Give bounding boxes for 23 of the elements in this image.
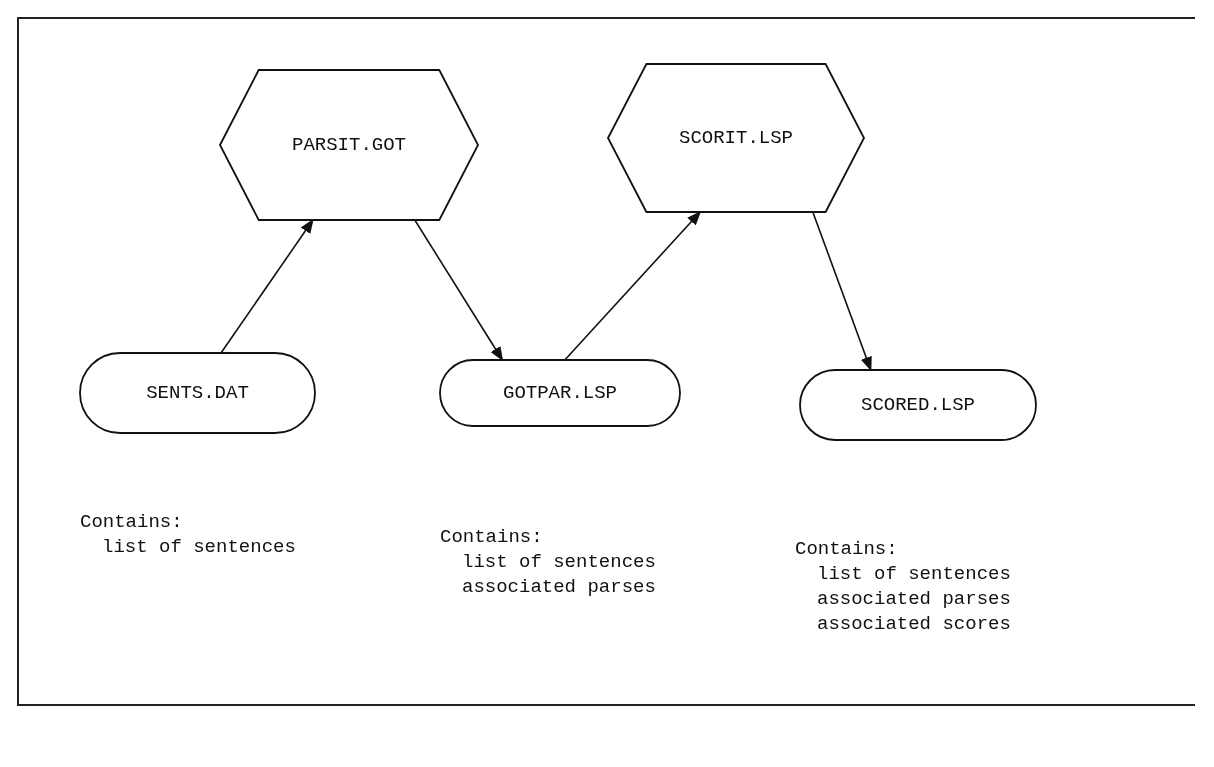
contents-heading: Contains:	[795, 537, 898, 562]
file-name: SENTS.DAT	[146, 382, 249, 404]
file-name: PARSIT.GOT	[292, 134, 406, 156]
contents-item: associated scores	[816, 612, 1011, 637]
contents-heading: Contains:	[440, 525, 543, 550]
file-name: SCORED.LSP	[861, 394, 975, 416]
program-hexagon	[220, 70, 478, 220]
arrow	[414, 219, 504, 362]
contents-item: list of sentences	[816, 562, 1011, 587]
file-name: SCORIT.LSP	[679, 127, 793, 149]
program-hexagon	[608, 64, 864, 212]
contents-item: associated parses	[816, 587, 1011, 612]
file-terminal	[800, 370, 1036, 440]
file-terminal	[80, 353, 315, 433]
file-terminal	[440, 360, 680, 426]
file-name: GOTPAR.LSP	[503, 382, 617, 404]
contents-heading: Contains:	[80, 510, 183, 535]
arrow	[564, 210, 702, 361]
arrow	[220, 218, 314, 354]
contents-item: list of sentences	[461, 550, 656, 575]
contents-item: associated parses	[461, 575, 656, 600]
arrow	[812, 211, 872, 372]
contents-item: list of sentences	[101, 535, 296, 560]
